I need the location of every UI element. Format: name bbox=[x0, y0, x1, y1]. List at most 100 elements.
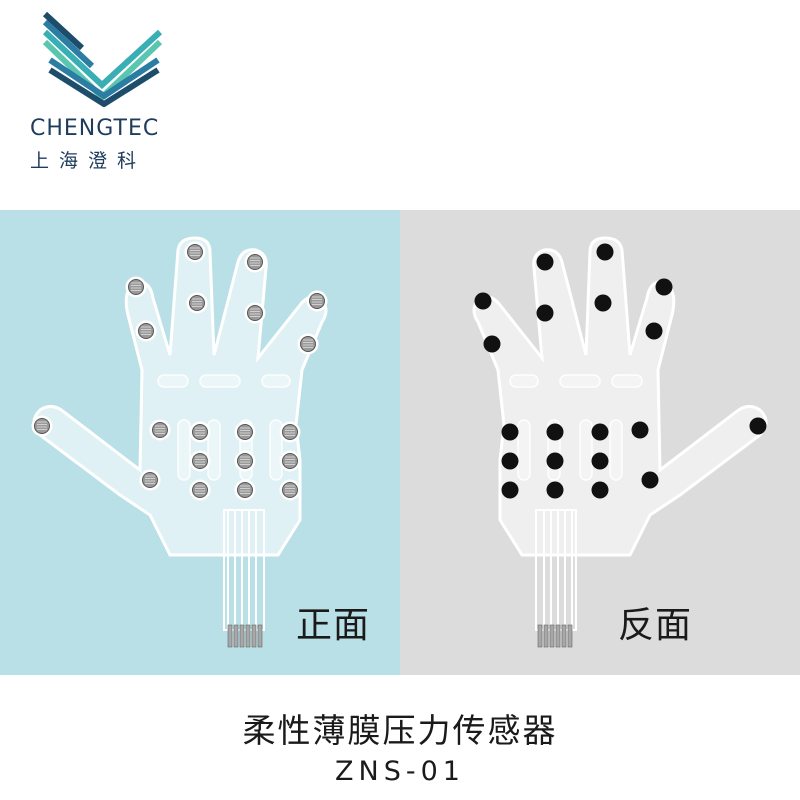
sensor-dot-fill bbox=[474, 292, 492, 310]
sensor-dot-fill bbox=[546, 423, 564, 441]
sensor-dot-fill bbox=[483, 335, 501, 353]
sensor-dot-fill bbox=[594, 294, 612, 312]
sensor-dot bbox=[546, 481, 564, 499]
sensor-pad bbox=[184, 241, 206, 263]
sensor-core bbox=[282, 482, 298, 498]
routing-pad bbox=[199, 374, 241, 388]
pin bbox=[251, 624, 257, 648]
sensor-pad bbox=[234, 421, 256, 443]
sensor-core bbox=[247, 254, 263, 270]
sensor-dot-fill bbox=[591, 481, 609, 499]
pin bbox=[233, 624, 239, 648]
sensor-core bbox=[34, 418, 50, 434]
sensor-pad bbox=[186, 292, 208, 314]
routing-pad bbox=[269, 419, 283, 481]
pin bbox=[561, 624, 567, 648]
routing-pad bbox=[157, 374, 189, 388]
sensor-core bbox=[192, 453, 208, 469]
pin bbox=[543, 624, 549, 648]
pin bbox=[567, 624, 573, 648]
sensor-dot bbox=[536, 304, 554, 322]
routing-pad bbox=[517, 419, 531, 481]
sensor-pad bbox=[306, 290, 328, 312]
connector-pins-icon bbox=[227, 624, 263, 648]
sensor-dot-fill bbox=[645, 322, 663, 340]
product-title: 柔性薄膜压力传感器 bbox=[242, 711, 558, 750]
sensor-core bbox=[192, 424, 208, 440]
sensor-dot-fill bbox=[749, 417, 767, 435]
sensor-core bbox=[138, 323, 154, 339]
sensor-pad bbox=[279, 479, 301, 501]
sensor-dot bbox=[501, 481, 519, 499]
sensor-pad bbox=[234, 450, 256, 472]
routing-pad bbox=[207, 419, 221, 481]
back-panel: 反面 bbox=[400, 210, 800, 675]
sensor-pad bbox=[189, 421, 211, 443]
sensor-dot-fill bbox=[536, 304, 554, 322]
pin bbox=[549, 624, 555, 648]
sensor-core bbox=[282, 424, 298, 440]
sensor-dot bbox=[591, 452, 609, 470]
sensor-dot-fill bbox=[591, 452, 609, 470]
sensor-dot-fill bbox=[536, 253, 554, 271]
sensor-core bbox=[187, 244, 203, 260]
front-label: 正面 bbox=[296, 605, 371, 646]
brand-logo: CHENGTEC 上海澄科 bbox=[30, 12, 210, 182]
sensor-pad bbox=[125, 276, 147, 298]
sensor-dot-fill bbox=[641, 471, 659, 489]
hand-outline bbox=[32, 236, 328, 557]
product-model: ZNS-01 bbox=[335, 756, 465, 787]
sensor-dot bbox=[591, 423, 609, 441]
sensor-dot bbox=[501, 452, 519, 470]
pin bbox=[555, 624, 561, 648]
brand-name-cn: 上海澄科 bbox=[30, 150, 147, 172]
routing-pad bbox=[559, 374, 601, 388]
sensor-dot-fill bbox=[501, 423, 519, 441]
sensor-dot bbox=[749, 417, 767, 435]
sensor-dot-fill bbox=[591, 423, 609, 441]
hand-sheet bbox=[472, 236, 768, 648]
hand-sensor-front-icon bbox=[31, 236, 328, 648]
connector-pins-icon bbox=[537, 624, 573, 648]
sensor-dot bbox=[501, 423, 519, 441]
sensor-dot-fill bbox=[631, 421, 649, 439]
sensor-dot bbox=[594, 294, 612, 312]
sensor-pad bbox=[297, 333, 319, 355]
sensor-core bbox=[192, 482, 208, 498]
sensor-dot bbox=[483, 335, 501, 353]
sensor-pad bbox=[244, 302, 266, 324]
pin bbox=[257, 624, 263, 648]
sensor-pad bbox=[31, 415, 53, 437]
hand-sensor-back-icon bbox=[472, 236, 768, 648]
sensor-pad bbox=[149, 419, 171, 441]
routing-pad bbox=[611, 374, 643, 388]
hand-sheet bbox=[31, 236, 328, 648]
sensor-dot bbox=[631, 421, 649, 439]
routing-pad bbox=[579, 419, 593, 481]
brand-name-en: CHENGTEC bbox=[30, 116, 160, 141]
sensor-dot-fill bbox=[596, 243, 614, 261]
sensor-core bbox=[189, 295, 205, 311]
sensor-core bbox=[300, 336, 316, 352]
pin bbox=[239, 624, 245, 648]
back-label: 反面 bbox=[618, 605, 693, 646]
sensor-dot-fill bbox=[546, 452, 564, 470]
sensor-pad bbox=[189, 479, 211, 501]
pin bbox=[227, 624, 233, 648]
sensor-core bbox=[282, 453, 298, 469]
sensor-dot bbox=[655, 278, 673, 296]
sensor-dot bbox=[474, 292, 492, 310]
pin bbox=[537, 624, 543, 648]
hand-outline bbox=[472, 236, 768, 557]
sensor-core bbox=[142, 472, 158, 488]
sensor-dot-fill bbox=[546, 481, 564, 499]
sensor-pad bbox=[244, 251, 266, 273]
sensor-dot-fill bbox=[501, 452, 519, 470]
sensor-pad bbox=[279, 450, 301, 472]
front-panel: 正面 bbox=[0, 210, 400, 675]
routing-pad bbox=[261, 374, 291, 388]
sensor-dot bbox=[546, 452, 564, 470]
sensor-pad bbox=[279, 421, 301, 443]
sensor-core bbox=[237, 424, 253, 440]
routing-pad bbox=[509, 374, 539, 388]
